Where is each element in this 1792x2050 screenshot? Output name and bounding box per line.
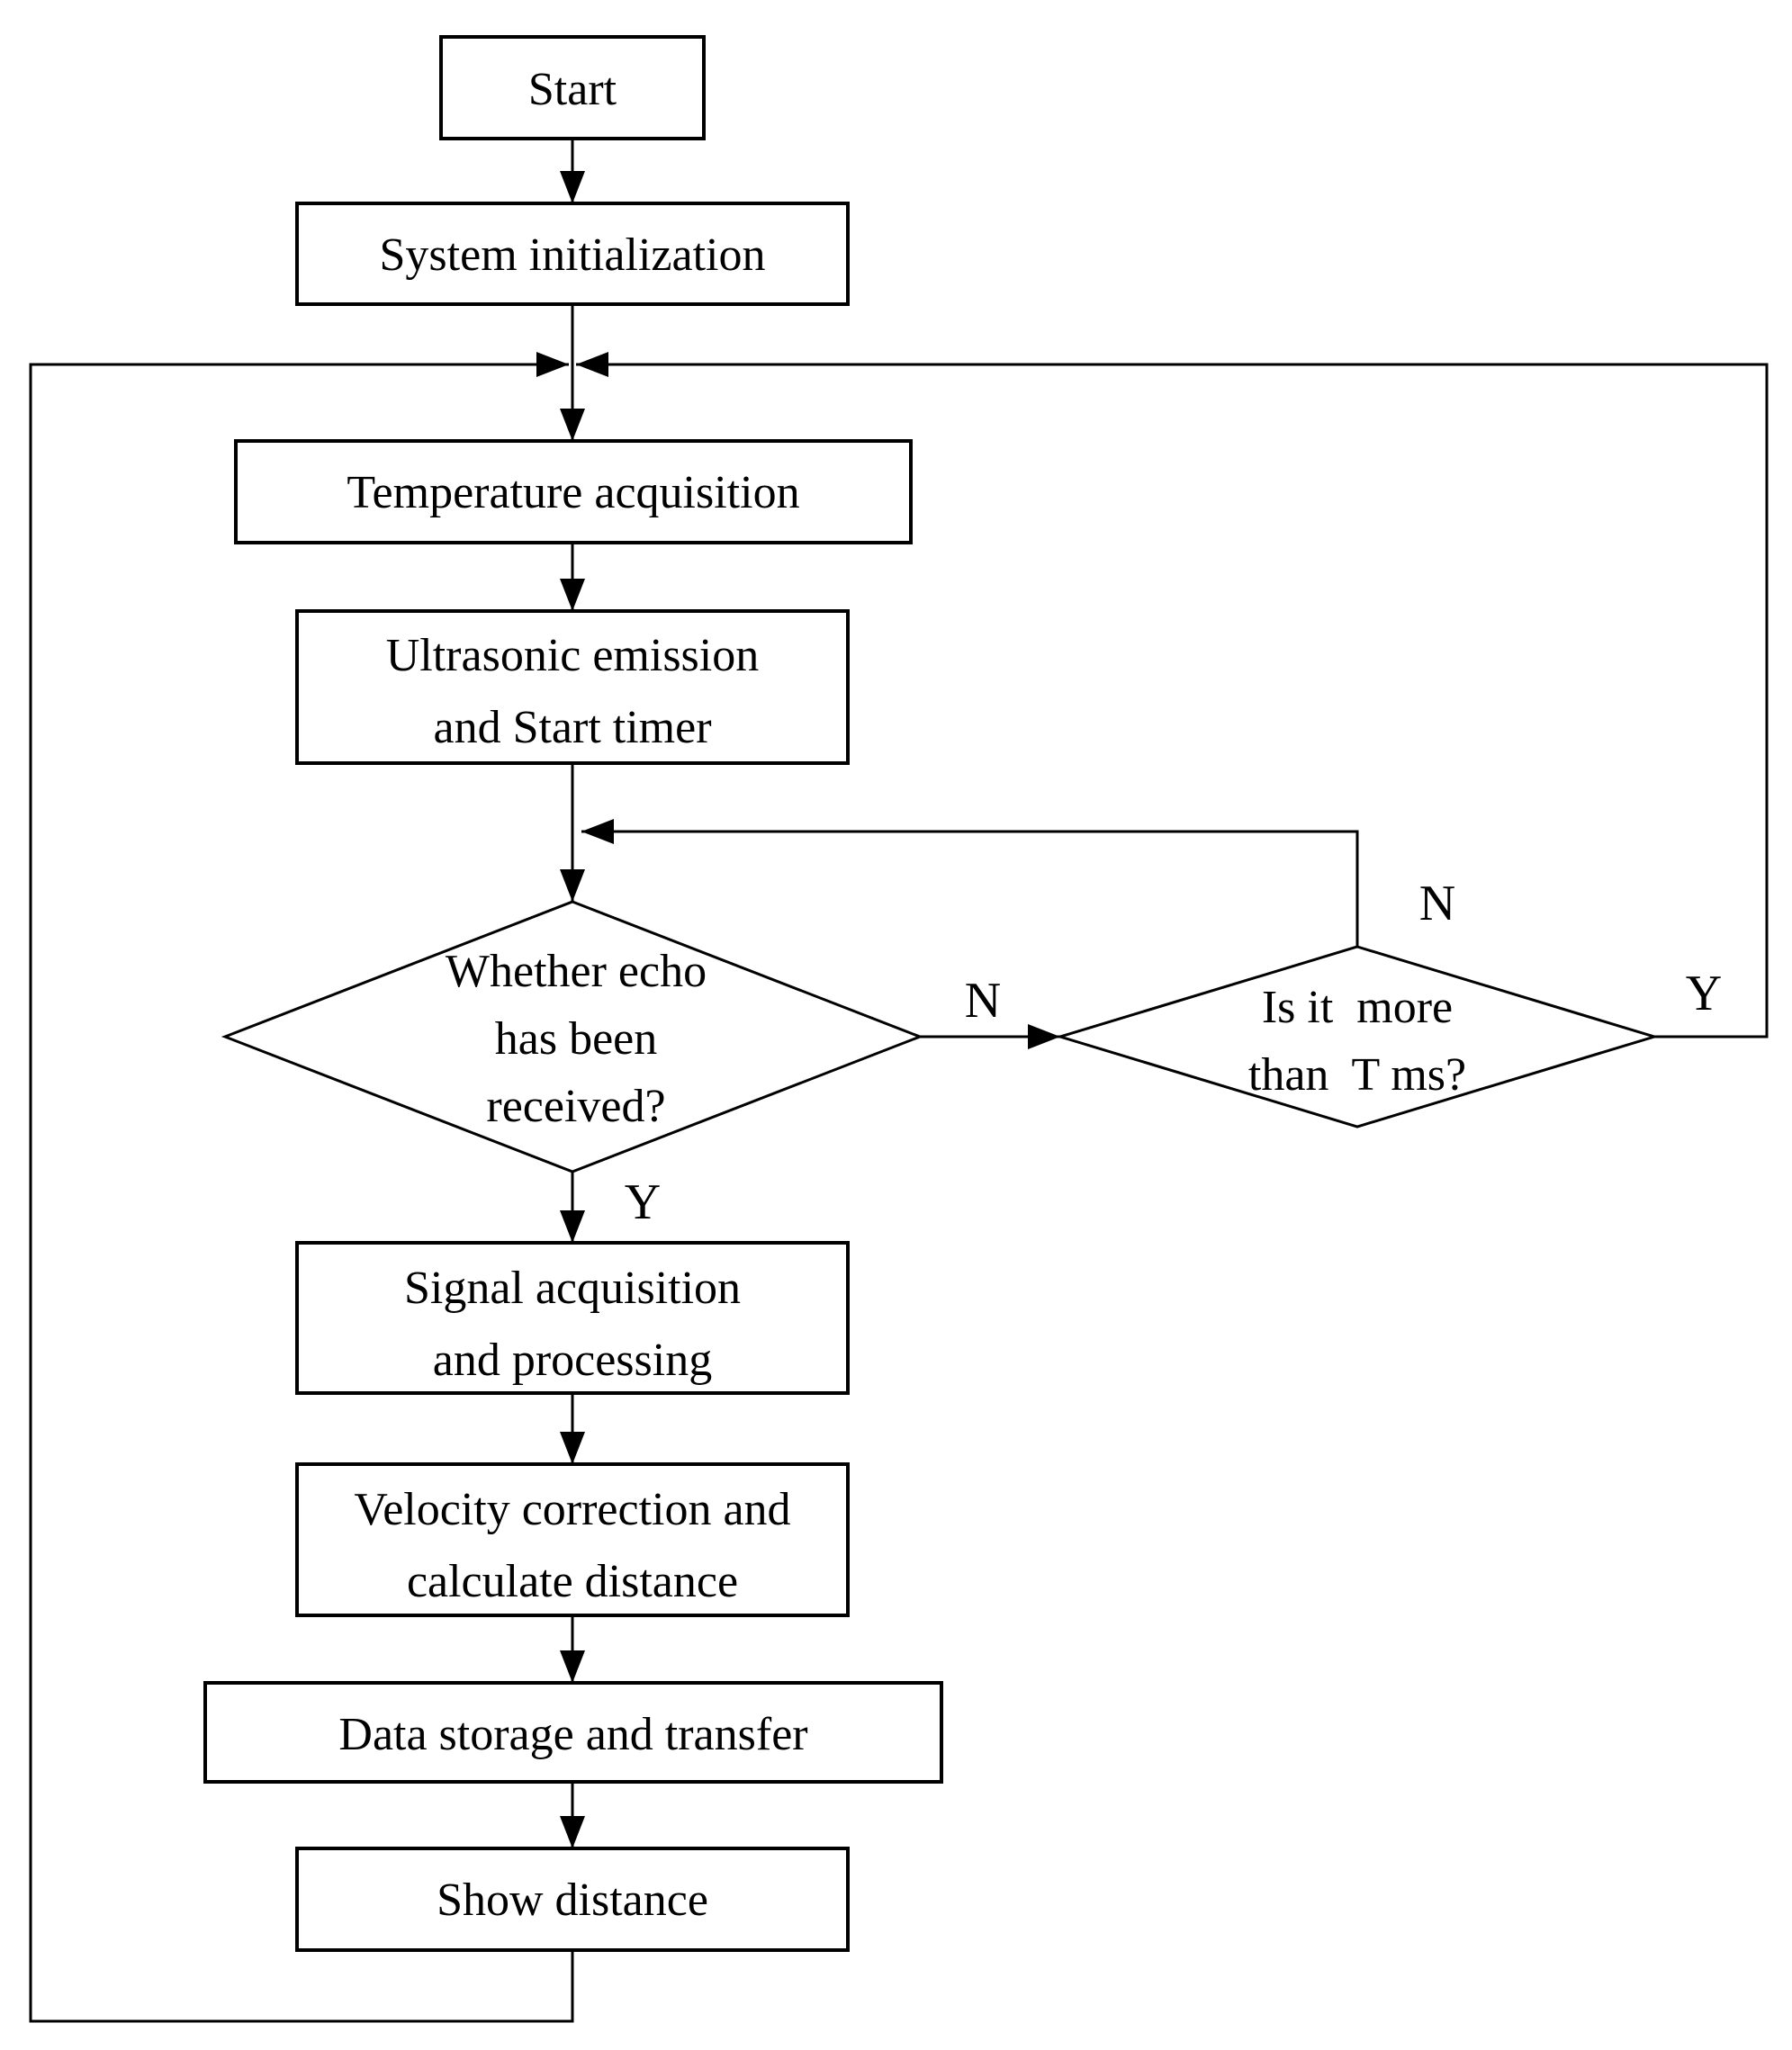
show-distance-node: Show distance — [295, 1847, 850, 1952]
velocity-correction-label-line1: Velocity correction and — [354, 1484, 790, 1535]
echo-received-decision-label-line1: Whether echo — [446, 946, 707, 997]
start-node-box — [439, 35, 706, 140]
timeout-no-branch-label: N — [1419, 876, 1455, 931]
data-storage-node: Data storage and transfer — [203, 1681, 943, 1784]
edge-show-distance-loop-to-junction — [29, 352, 574, 2023]
data-storage-box — [203, 1681, 943, 1784]
timeout-decision-node: Is it more than T ms? — [1055, 945, 1660, 1128]
echo-received-decision-label-line2: has been — [495, 1013, 657, 1065]
timeout-decision-label-line2: than T ms? — [1248, 1049, 1466, 1101]
echo-no-branch-label: N — [965, 973, 1001, 1029]
signal-acquisition-box — [295, 1241, 850, 1395]
data-storage-label: Data storage and transfer — [338, 1709, 807, 1760]
system-initialization-node: System initialization — [295, 202, 850, 306]
ultrasonic-emission-node: Ultrasonic emission and Start timer — [295, 609, 850, 765]
temperature-acquisition-node: Temperature acquisition — [234, 439, 913, 544]
ultrasonic-emission-box — [295, 609, 850, 765]
velocity-correction-node: Velocity correction and calculate distan… — [295, 1462, 850, 1617]
timeout-yes-branch-label: Y — [1686, 966, 1722, 1021]
start-node: Start — [439, 35, 706, 140]
echo-received-decision-diamond — [221, 900, 924, 1173]
echo-yes-branch-label: Y — [625, 1174, 661, 1230]
system-initialization-label: System initialization — [380, 229, 766, 281]
temperature-acquisition-label: Temperature acquisition — [347, 467, 799, 518]
system-initialization-box — [295, 202, 850, 306]
timeout-decision-diamond — [1055, 945, 1660, 1128]
timeout-decision-label-line1: Is it more — [1262, 982, 1453, 1033]
echo-received-decision-node: Whether echo has been received? — [221, 900, 924, 1173]
signal-acquisition-node: Signal acquisition and processing — [295, 1241, 850, 1395]
temperature-acquisition-box — [234, 439, 913, 544]
ultrasonic-emission-label-line1: Ultrasonic emission — [386, 630, 760, 681]
show-distance-label: Show distance — [437, 1875, 708, 1926]
edge-timeout-no-feedback-loop — [581, 819, 1359, 947]
show-distance-box — [295, 1847, 850, 1952]
start-node-label: Start — [528, 64, 617, 115]
echo-received-decision-label-line3: received? — [486, 1081, 665, 1132]
velocity-correction-label-line2: calculate distance — [407, 1556, 738, 1607]
signal-acquisition-label-line2: and processing — [433, 1335, 712, 1386]
edge-timeout-yes-loop-to-junction — [576, 352, 1769, 1038]
velocity-correction-box — [295, 1462, 850, 1617]
signal-acquisition-label-line1: Signal acquisition — [404, 1263, 741, 1314]
ultrasonic-emission-label-line2: and Start timer — [433, 702, 711, 753]
